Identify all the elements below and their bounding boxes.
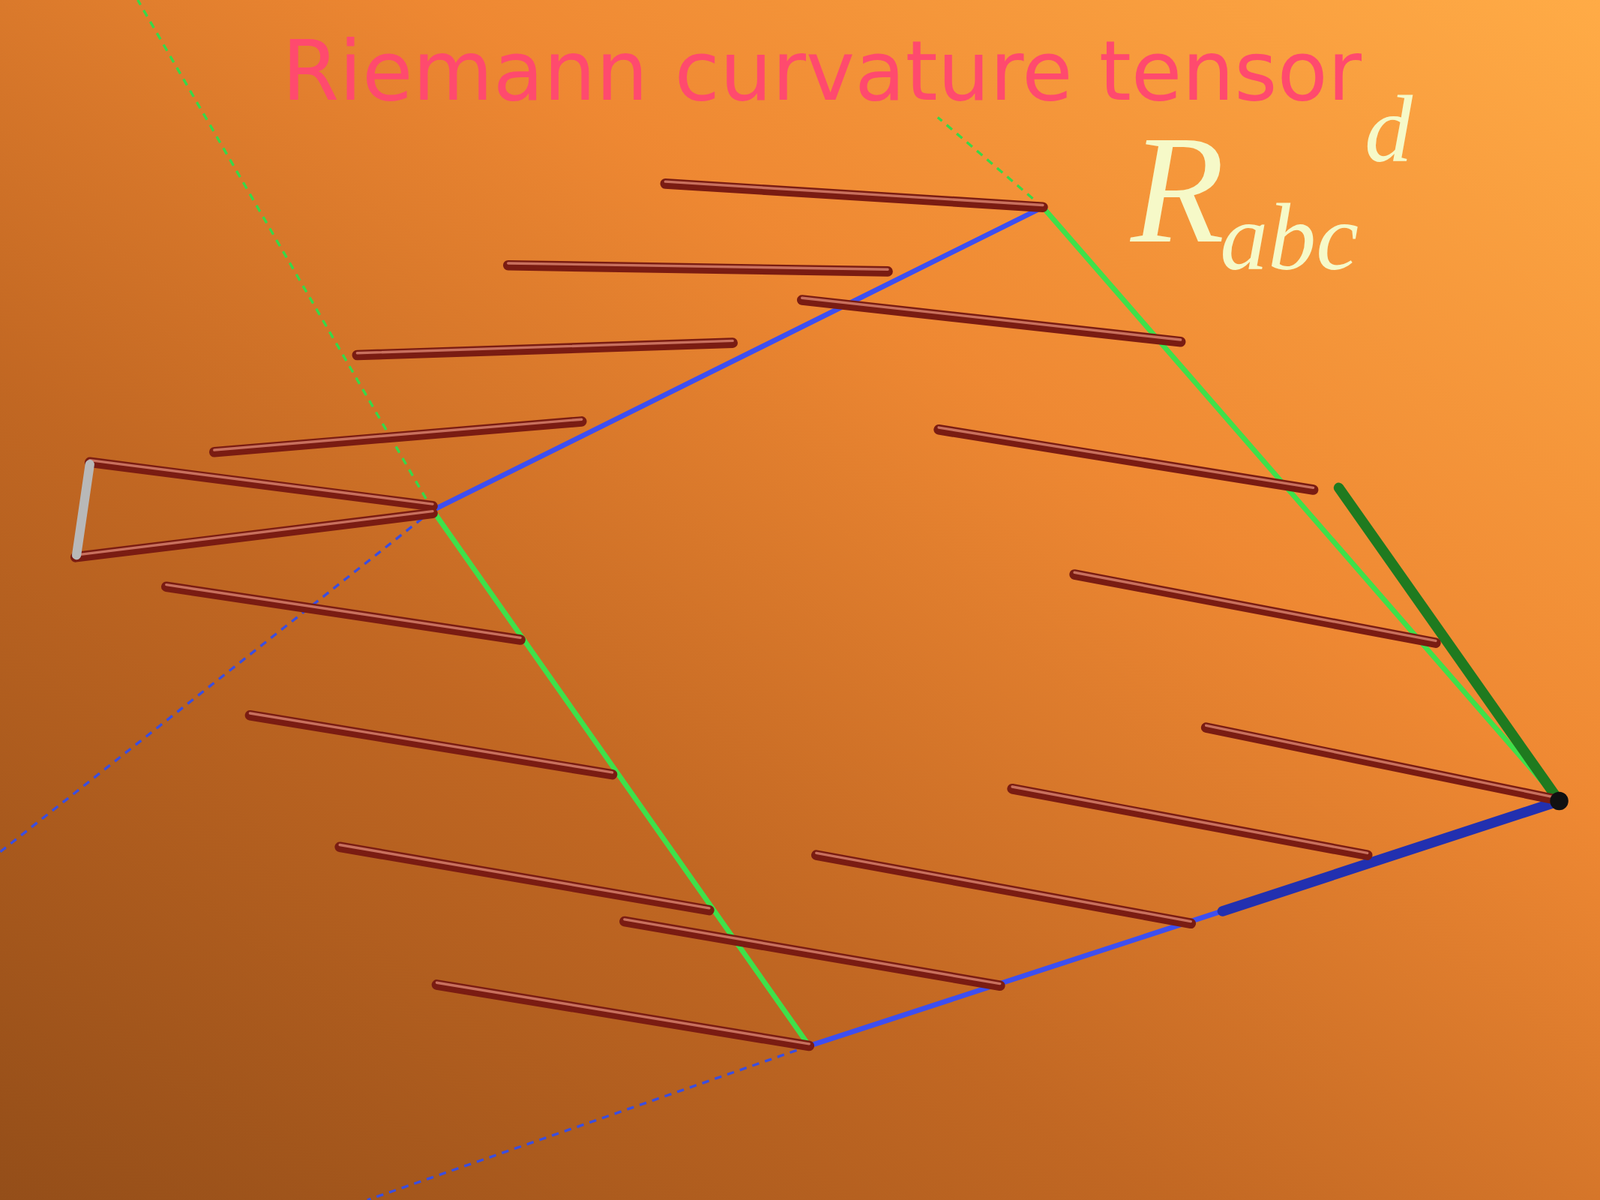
vector-rod [1074, 574, 1436, 643]
rod-highlight [356, 340, 733, 353]
vector-rod [356, 342, 733, 355]
tensor-index: d [1364, 80, 1413, 177]
vector-rod [339, 846, 710, 910]
transported-vectors [75, 181, 1554, 1046]
rod-highlight [214, 419, 582, 450]
vector-rod [75, 512, 433, 558]
rod-highlight [624, 919, 1001, 984]
vector-rod [1206, 727, 1554, 799]
green-geodesic [432, 509, 809, 1046]
blue-dashed-geodesic [367, 1045, 809, 1200]
vector-rod [802, 299, 1181, 342]
vector-rod [436, 984, 809, 1046]
vector-rod [249, 715, 612, 775]
rod-highlight [1074, 572, 1436, 641]
rod-highlight [1206, 725, 1554, 797]
slide-title: Riemann curvature tensor [281, 29, 1362, 113]
holonomy-gap [76, 464, 90, 555]
rod-highlight [508, 263, 888, 270]
blue-geodesic [808, 800, 1559, 1046]
rod-highlight [816, 852, 1191, 921]
blue-dashed-geodesic [0, 509, 433, 852]
vector-rod [214, 421, 582, 453]
rod-highlight [166, 584, 521, 639]
rod-highlight [339, 844, 710, 908]
rod-highlight [938, 427, 1313, 488]
base-point [1549, 791, 1568, 810]
tensor-indices: abc [1219, 188, 1359, 285]
rod-highlights [75, 181, 1554, 1044]
tensor-symbol: R [1130, 112, 1225, 267]
geodesic-loop [432, 206, 1560, 1046]
green-tangent-vector [1339, 487, 1560, 801]
green-dashed-geodesic [937, 116, 1043, 207]
rod-highlight [1012, 786, 1368, 853]
vector-rod [1012, 788, 1368, 855]
vector-rod [816, 854, 1191, 923]
vector-rod [166, 586, 521, 640]
rod-highlight [75, 511, 433, 556]
rod-highlight [436, 982, 809, 1044]
rod-bodies [75, 183, 1554, 1046]
rod-highlight [89, 460, 433, 505]
rod-highlight [802, 297, 1181, 340]
vector-rod [665, 183, 1043, 207]
blue-tangent-vector [1222, 800, 1559, 911]
vector-rod [624, 921, 1001, 986]
vector-rod [89, 461, 433, 507]
vector-rod [938, 429, 1313, 490]
rod-highlight [665, 181, 1043, 205]
blue-geodesic [432, 206, 1043, 510]
rod-highlight [249, 713, 612, 773]
green-geodesic [1042, 206, 1560, 801]
